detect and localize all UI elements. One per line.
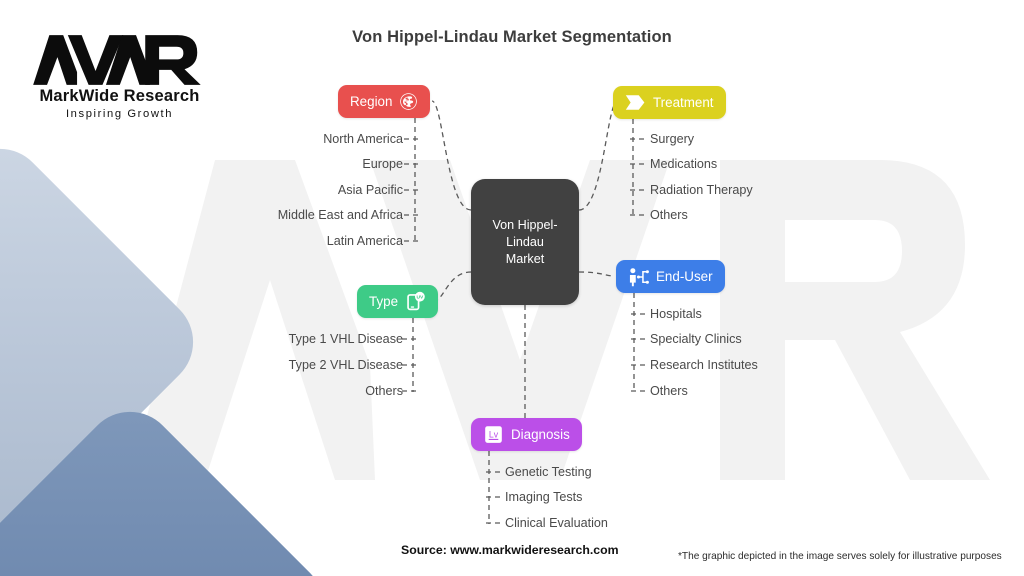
brand-name: MarkWide Research <box>39 87 200 105</box>
leaf-diagnosis-2: Clinical Evaluation <box>505 516 608 530</box>
disclaimer-label: *The graphic depicted in the image serve… <box>678 551 1002 562</box>
leaf-region-3: Middle East and Africa <box>277 208 403 222</box>
ticks-type <box>402 338 416 392</box>
wire-center-type <box>433 271 472 302</box>
leaf-end-user-0: Hospitals <box>650 307 702 321</box>
svg-text:Lv: Lv <box>489 430 499 440</box>
wire-center-enduser <box>578 271 615 277</box>
segment-label-treatment: Treatment <box>653 95 714 110</box>
segment-badge-treatment[interactable]: Treatment <box>613 86 726 119</box>
segment-label-region: Region <box>350 94 393 109</box>
source-label: Source: www.markwideresearch.com <box>401 543 619 557</box>
ticks-region <box>404 138 418 242</box>
brand-logo: MarkWide Research Inspiring Growth <box>32 34 207 120</box>
leaf-region-2: Asia Pacific <box>337 183 403 197</box>
leaf-diagnosis-0: Genetic Testing <box>505 465 592 479</box>
globe-icon <box>399 92 418 111</box>
segment-label-diagnosis: Diagnosis <box>511 427 570 442</box>
segment-badge-diagnosis[interactable]: Lv Diagnosis <box>471 418 582 451</box>
brand-tagline: Inspiring Growth <box>65 108 174 120</box>
leaf-end-user-3: Others <box>650 384 688 398</box>
center-node-label: Von Hippel- Lindau Market <box>492 217 558 266</box>
segment-badge-region[interactable]: Region <box>338 85 431 118</box>
leaf-treatment-1: Medications <box>650 157 718 171</box>
wire-center-region <box>431 100 472 211</box>
leaf-type-2: Others <box>365 384 403 398</box>
segment-label-end-user: End-User <box>656 269 713 284</box>
ticks-diagnosis <box>486 471 500 524</box>
segment-badge-end-user[interactable]: End-User <box>616 260 725 293</box>
leaf-treatment-3: Others <box>650 208 688 222</box>
leaf-type-1: Type 2 VHL Disease <box>288 358 403 372</box>
uv-device-icon: UV <box>405 291 426 312</box>
ticks-treatment <box>630 138 644 216</box>
leaf-treatment-2: Radiation Therapy <box>650 183 753 197</box>
wire-center-treatment <box>578 101 618 211</box>
person-network-icon <box>628 267 649 287</box>
svg-text:UV: UV <box>417 295 425 301</box>
center-node[interactable]: Von Hippel- Lindau Market <box>471 179 579 305</box>
mwr-logo-icon <box>33 35 201 85</box>
leaf-diagnosis-1: Imaging Tests <box>505 490 583 504</box>
ribbon-flag-icon <box>625 94 646 111</box>
leaf-end-user-2: Research Institutes <box>650 358 758 372</box>
page-title: Von Hippel-Lindau Market Segmentation <box>352 28 672 46</box>
leaf-treatment-0: Surgery <box>650 132 695 146</box>
leaf-type-0: Type 1 VHL Disease <box>288 332 403 346</box>
ticks-enduser <box>631 313 645 392</box>
leaf-region-0: North America <box>323 132 403 146</box>
leaf-end-user-1: Specialty Clinics <box>650 332 742 346</box>
leaf-region-4: Latin America <box>326 234 403 248</box>
lab-report-icon: Lv <box>483 424 504 445</box>
segment-label-type: Type <box>369 294 399 309</box>
leaf-region-1: Europe <box>362 157 403 171</box>
segment-badge-type[interactable]: UV Type <box>357 285 439 318</box>
